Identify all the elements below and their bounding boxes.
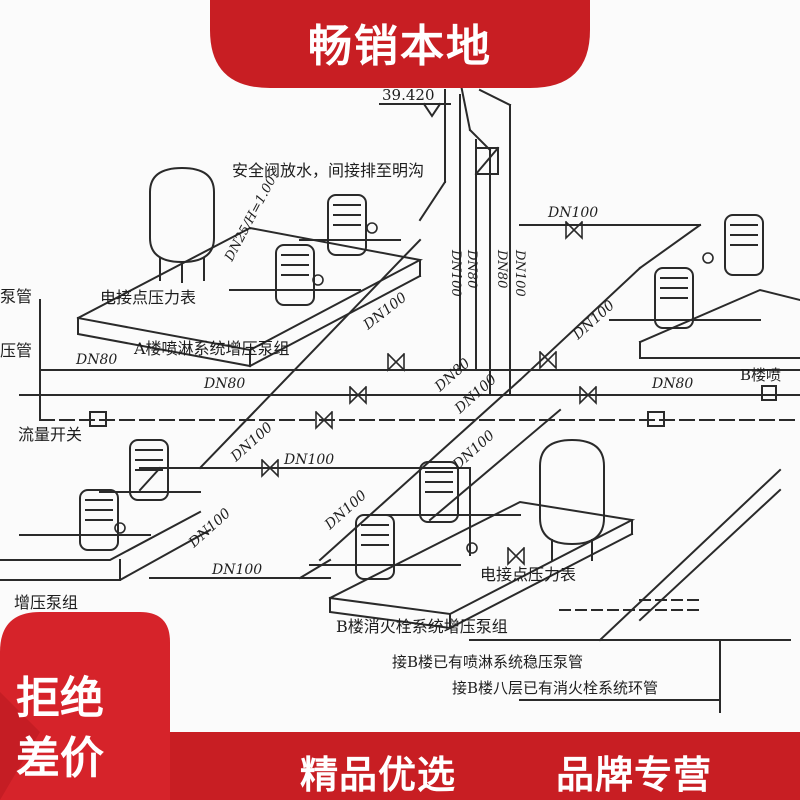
group-b-right-label: B楼喷 <box>740 366 781 384</box>
elevation-marker <box>379 102 451 118</box>
pressure-gauges <box>114 222 714 554</box>
pump-b2 <box>309 514 461 580</box>
main-pipes <box>19 299 800 579</box>
riser-pipes <box>418 78 512 396</box>
riser-dn100-a: DN100 <box>448 249 463 297</box>
group-b-hydrant-label: B楼消火栓系统增压泵组 <box>336 617 508 636</box>
top-banner-shape <box>210 0 590 88</box>
badge-line2: 差价 <box>16 733 104 784</box>
pump-b1 <box>379 461 521 523</box>
pipe-dn100-a1: DN100 <box>360 290 410 334</box>
pump-a1 <box>299 194 401 256</box>
pump-pipe-left-label: 泵管 <box>0 287 32 306</box>
pressure-tank-a <box>149 166 215 283</box>
group-left-label: 增压泵组 <box>14 593 78 612</box>
tagline-left: 精品优选 <box>300 753 457 797</box>
pipe-dn100-mid: DN100 <box>227 419 276 465</box>
elevation-label: 39.420 <box>382 86 435 104</box>
safety-valve-note: 安全阀放水，间接排至明沟 <box>232 161 424 180</box>
riser-dn100-d: DN100 <box>512 249 527 297</box>
pipe-dn100-left: DN100 <box>283 452 334 468</box>
b-hydrant-ring-label: 接B楼八层已有消火栓系统环管 <box>452 679 658 697</box>
pipe-dn80-diag: DN80 <box>431 355 473 395</box>
pressure-pipe-left-label: 压管 <box>0 341 32 360</box>
tank-spec-label: DN25/H=1.00 <box>222 174 280 265</box>
flow-switch-label: 流量开关 <box>18 425 82 444</box>
pipe-dn80-right: DN80 <box>651 376 693 392</box>
valves <box>260 220 598 566</box>
platform-a <box>76 226 423 368</box>
connection-pipes <box>469 599 791 713</box>
contact-gauge-b-label: 电接点压力表 <box>480 565 576 584</box>
platform-right <box>638 288 800 359</box>
pipe-dn80-left: DN80 <box>75 352 117 368</box>
tagline-right: 品牌专营 <box>556 753 713 797</box>
corner-badge-shape <box>0 612 170 800</box>
flow-switches <box>89 385 777 427</box>
pipe-dn100-bottom: DN100 <box>211 562 262 578</box>
pipe-dn100-top: DN100 <box>547 205 598 221</box>
badge-line1: 拒绝 <box>16 673 104 724</box>
platform-b <box>328 500 636 630</box>
pipe-dn100-b1: DN100 <box>321 487 370 533</box>
pressure-tank-b <box>539 438 605 561</box>
group-a-spray-label: A楼喷淋系统增压泵组 <box>133 339 290 358</box>
pipe-dn100-bdiag: DN100 <box>449 427 498 473</box>
pump-left2 <box>19 489 151 551</box>
contact-gauge-a-label: 电接点压力表 <box>100 288 196 307</box>
platform-left <box>0 510 212 581</box>
riser-dn80-b: DN80 <box>464 249 479 288</box>
pipe-dn100-left2: DN100 <box>185 505 234 551</box>
top-banner: 畅销本地 <box>210 0 590 88</box>
pump-right1 <box>724 214 764 276</box>
pipe-dn80-mid: DN80 <box>203 376 245 392</box>
b-spray-link-label: 接B楼已有喷淋系统稳压泵管 <box>392 653 583 671</box>
pump-a2 <box>229 244 361 306</box>
pump-right2 <box>609 267 761 329</box>
riser-dn80-c: DN80 <box>494 249 509 288</box>
corner-badge <box>0 612 170 800</box>
diagonal-pipes <box>138 223 782 642</box>
banner-title: 畅销本地 <box>308 21 492 72</box>
